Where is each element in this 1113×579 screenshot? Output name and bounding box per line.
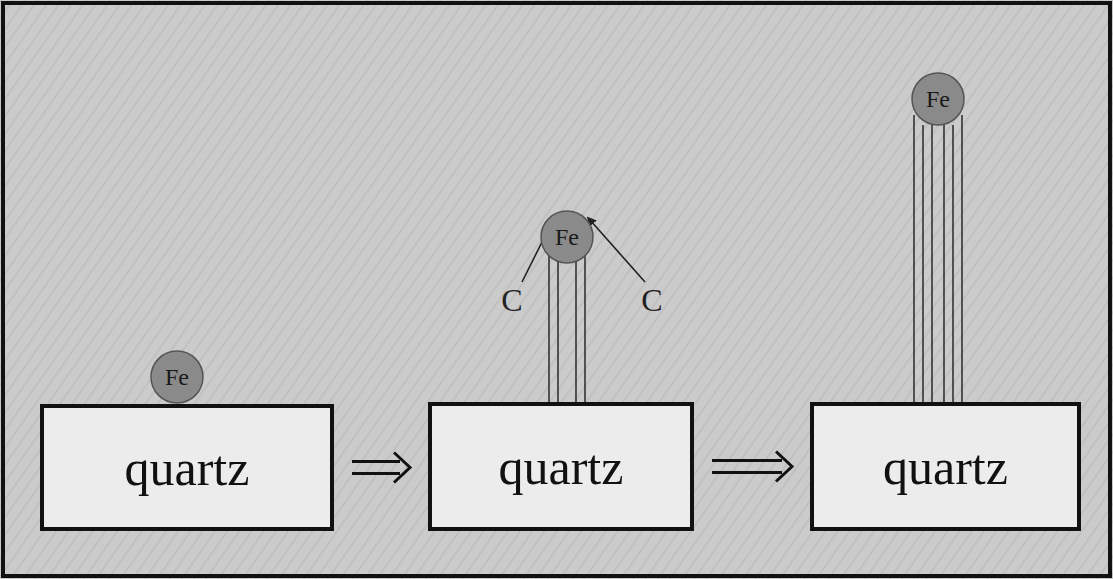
iron-particle: Fe bbox=[540, 210, 594, 264]
element-symbol: Fe bbox=[165, 365, 189, 389]
quartz-substrate: quartz bbox=[810, 402, 1081, 531]
carbon-label: C bbox=[501, 284, 522, 316]
element-symbol: Fe bbox=[926, 87, 950, 111]
material-name: quartz bbox=[883, 442, 1008, 492]
carbon-label: C bbox=[641, 284, 662, 316]
frame bbox=[3, 3, 1110, 576]
process-arrow bbox=[352, 453, 410, 483]
iron-particle: Fe bbox=[150, 350, 204, 404]
nanotubes-short bbox=[549, 255, 585, 404]
process-arrow bbox=[712, 452, 792, 482]
material-name: quartz bbox=[499, 442, 624, 492]
quartz-substrate: quartz bbox=[428, 402, 694, 531]
material-name: quartz bbox=[125, 443, 250, 493]
nanotubes-long bbox=[914, 115, 962, 404]
iron-particle: Fe bbox=[911, 72, 965, 126]
element-symbol: Fe bbox=[555, 225, 579, 249]
quartz-substrate: quartz bbox=[40, 404, 334, 531]
